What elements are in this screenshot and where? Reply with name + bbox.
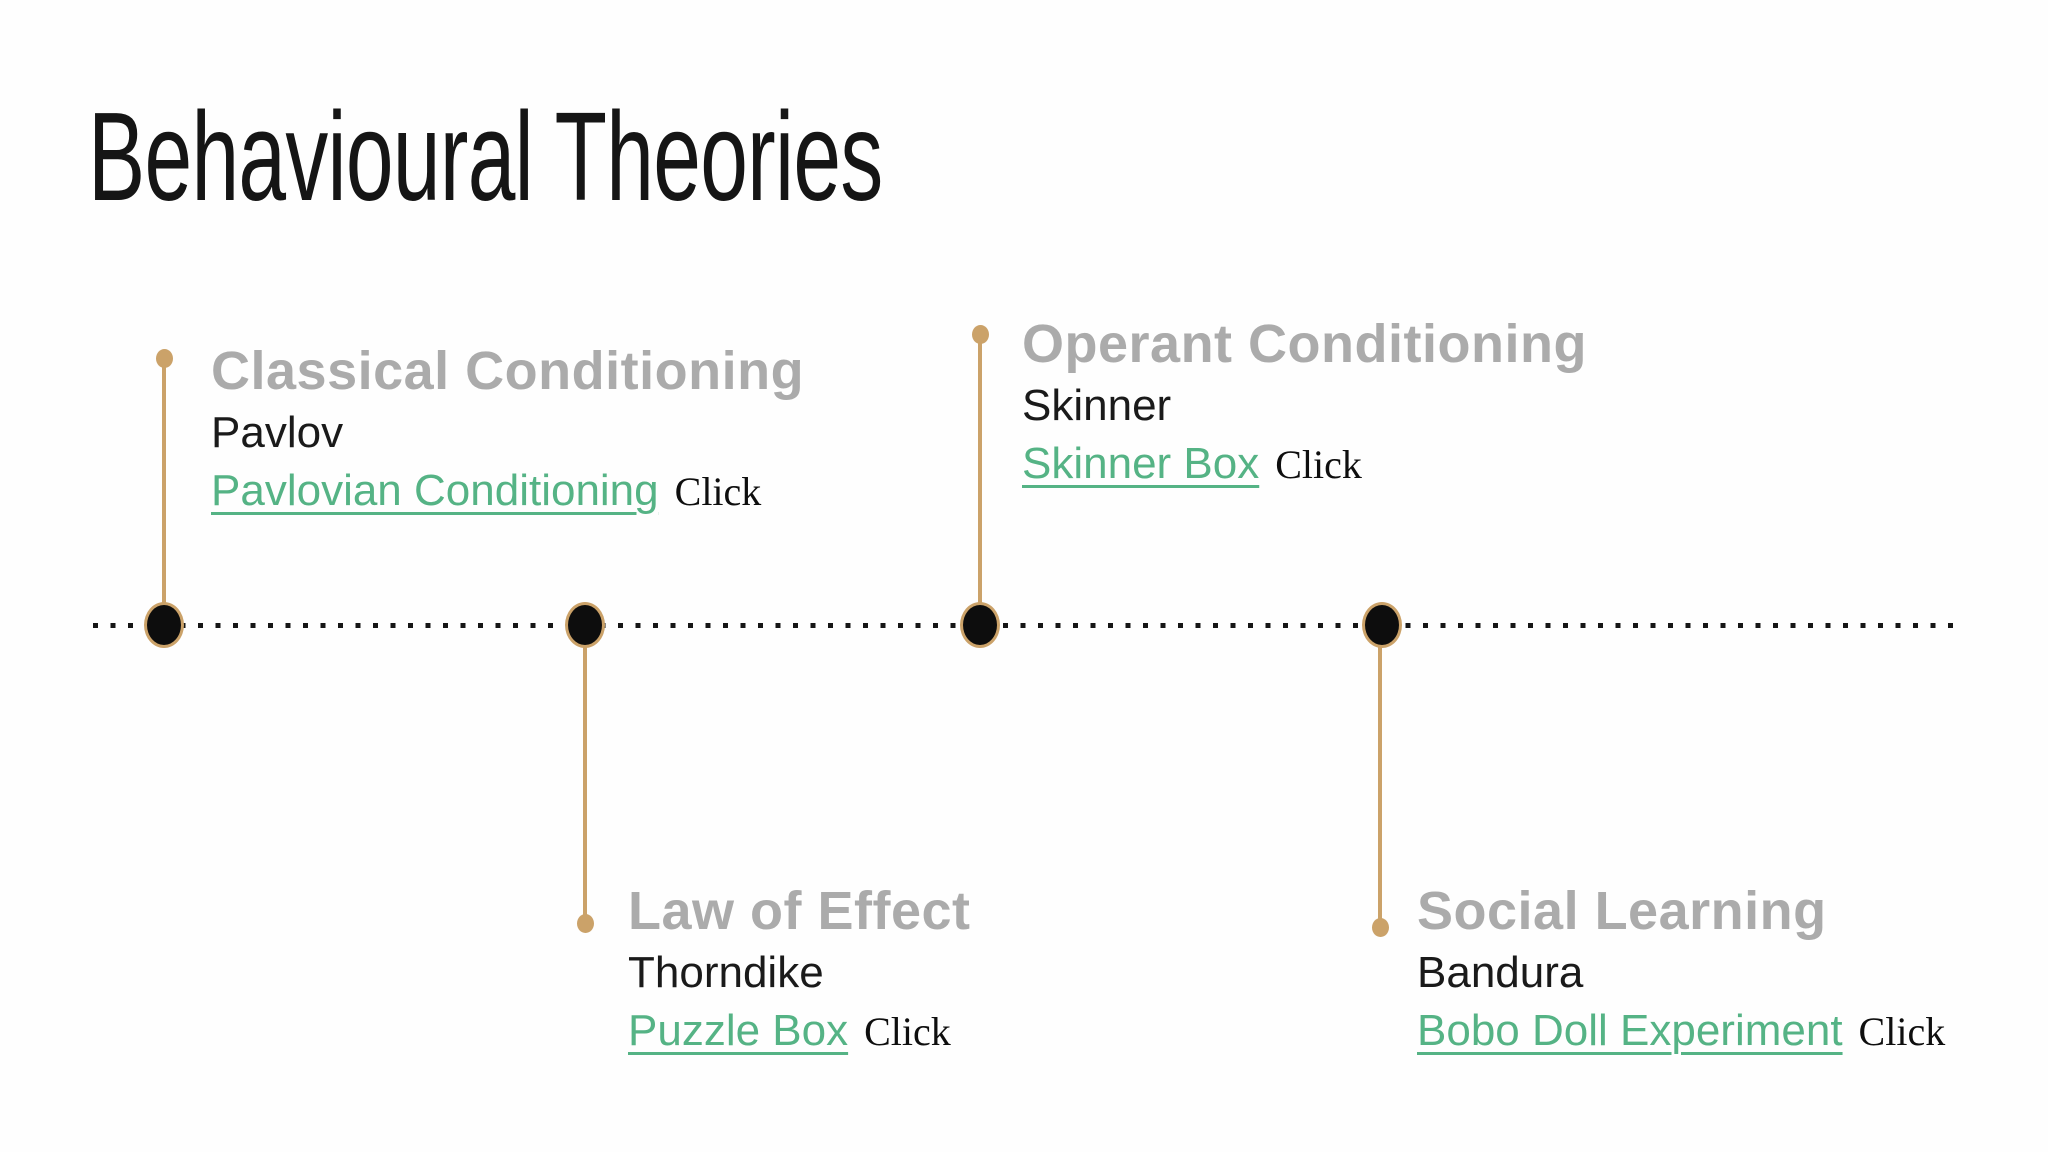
resource-link[interactable]: Pavlovian Conditioning <box>211 466 659 515</box>
timeline-node <box>960 602 1000 648</box>
stem-cap <box>156 349 173 368</box>
resource-link[interactable]: Bobo Doll Experiment <box>1417 1006 1843 1055</box>
click-label: Click <box>674 469 762 514</box>
timeline-entry-social-learning: Social Learning Bandura Bobo Doll Experi… <box>1417 878 1945 1061</box>
entry-title: Classical Conditioning <box>211 341 805 401</box>
timeline-node <box>1362 602 1402 648</box>
resource-link[interactable]: Skinner Box <box>1022 439 1260 488</box>
entry-link-row: Bobo Doll Experiment Click <box>1417 1002 1945 1061</box>
timeline-node <box>144 602 184 648</box>
click-label: Click <box>1275 442 1362 487</box>
timeline-entry-law-of-effect: Law of Effect Thorndike Puzzle Box Click <box>628 878 971 1061</box>
resource-link[interactable]: Puzzle Box <box>628 1006 849 1055</box>
timeline-entry-operant-conditioning: Operant Conditioning Skinner Skinner Box… <box>1022 311 1587 494</box>
stem-cap <box>972 325 989 344</box>
author-name: Skinner <box>1022 381 1172 430</box>
timeline-node <box>565 602 605 648</box>
author-name: Bandura <box>1417 948 1584 997</box>
entry-link-row: Pavlovian Conditioning Click <box>211 462 804 521</box>
stem-cap <box>577 914 594 933</box>
page-title: Behavioural Theories <box>88 86 883 227</box>
timeline-dotted-line <box>93 623 1960 628</box>
entry-title: Operant Conditioning <box>1022 314 1587 374</box>
entry-link-row: Skinner Box Click <box>1022 435 1587 494</box>
click-label: Click <box>864 1009 951 1054</box>
timeline-stem <box>583 625 587 918</box>
entry-title: Law of Effect <box>628 881 971 941</box>
timeline-stem <box>162 358 166 625</box>
entry-link-row: Puzzle Box Click <box>628 1002 971 1061</box>
timeline-stem <box>978 334 982 625</box>
author-name: Pavlov <box>211 408 344 457</box>
click-label: Click <box>1858 1009 1946 1054</box>
timeline-stem <box>1378 625 1382 922</box>
entry-title: Social Learning <box>1417 881 1827 941</box>
stem-cap <box>1372 918 1389 937</box>
author-name: Thorndike <box>628 948 824 997</box>
timeline-entry-classical-conditioning: Classical Conditioning Pavlov Pavlovian … <box>211 338 804 521</box>
